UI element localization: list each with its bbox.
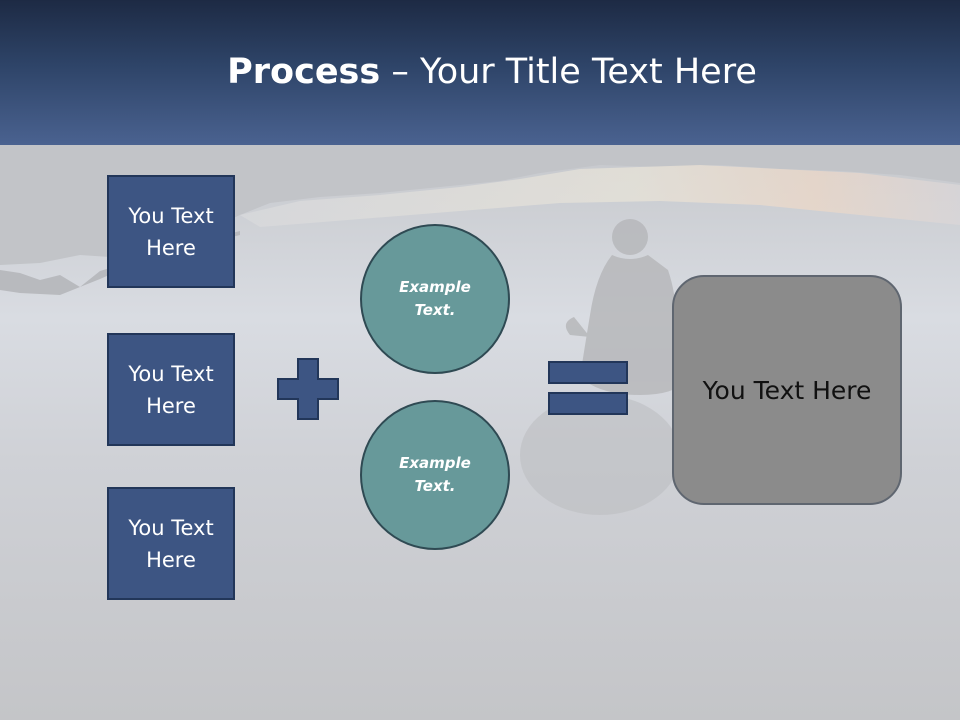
text-box-3: You Text Here [107,487,235,600]
title-bold: Process [227,52,381,92]
text-box-2: You Text Here [107,333,235,446]
page-title: Process – Your Title Text Here [0,52,960,92]
result-label: You Text Here [702,375,872,405]
result-box: You Text Here [672,275,902,505]
example-circle-2: Example Text. [360,400,510,550]
header-band [0,0,960,145]
title-rest: – Your Title Text Here [380,52,757,92]
example-circle-1-label: Example Text. [399,278,471,319]
plus-icon [277,358,339,420]
text-box-1: You Text Here [107,175,235,288]
text-box-1-label: You Text Here [128,203,214,260]
equals-icon [548,361,628,415]
text-box-2-label: You Text Here [128,361,214,418]
example-circle-2-label: Example Text. [399,454,471,495]
example-circle-1: Example Text. [360,224,510,374]
text-box-3-label: You Text Here [128,515,214,572]
